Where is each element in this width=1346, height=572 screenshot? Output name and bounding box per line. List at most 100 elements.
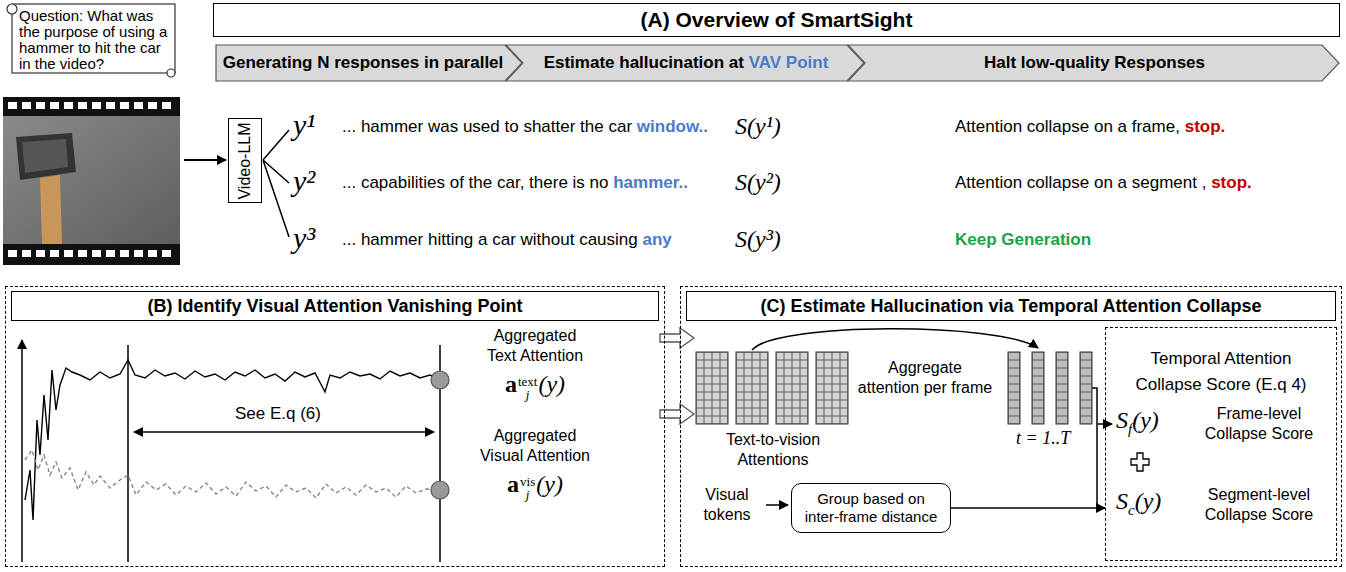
label-line: Aggregated — [465, 326, 605, 346]
node-text: (C) Estimate Hallucination via Temporal … — [760, 296, 1261, 317]
equation-ref-group: See E.q (6) — [235, 404, 321, 424]
input-label-group: Visual tokens — [690, 485, 764, 525]
film-holes — [8, 102, 171, 257]
frame-index: t = 1..T — [1016, 428, 1070, 448]
response-text-group: ... hammer was used to shatter the carwi… — [342, 117, 708, 137]
marker-lines — [128, 345, 440, 562]
response-text: window.. — [637, 117, 708, 136]
response-text: hammer.. — [613, 173, 688, 192]
text-attention-curve — [25, 360, 440, 520]
hollow-arrow — [660, 328, 694, 348]
frame-index-group: t = 1..T — [1016, 428, 1070, 449]
math-symbol-group: atextj(y) — [465, 374, 605, 401]
label-line: Visual — [690, 485, 764, 505]
video-frame — [3, 116, 180, 244]
score-symbol: S(y³) — [735, 226, 781, 252]
plus-symbol — [1131, 453, 1149, 471]
aggregate-arrow — [752, 329, 1038, 350]
math-symbol-group: avisj(y) — [465, 474, 605, 501]
label-line: attention per frame — [850, 378, 1000, 398]
label-line: y² — [293, 171, 315, 196]
subscript: j — [518, 388, 538, 401]
text-area: Question: What was the purpose of using … — [19, 8, 171, 72]
frame-column — [1080, 352, 1092, 424]
response-text-group: ... hammer hitting a car without causing… — [342, 230, 672, 250]
label-line: y¹ — [293, 115, 315, 140]
grid-label: Attentions — [737, 451, 808, 468]
step-chevron: Generating N responses in parallel — [215, 44, 523, 82]
label-line: Sc(y) — [1116, 491, 1161, 520]
score-label-group: Segment-levelCollapse Score — [1188, 485, 1330, 525]
decision-text-group: Keep Generation — [955, 230, 1091, 250]
chevron-shape — [848, 45, 1339, 81]
step-chevron: Estimate hallucination atVAV Point — [505, 44, 865, 82]
math-symbol: (y) — [1135, 488, 1162, 514]
math-symbol: S — [1116, 488, 1128, 514]
chevron-shape — [216, 45, 522, 81]
label-line: See E.q (6) — [235, 404, 321, 424]
decision-text: stop. — [1211, 173, 1252, 192]
label-line: ... hammer hitting a car without causing… — [342, 230, 672, 250]
input-label: Visual — [705, 486, 748, 503]
scroll-curl — [7, 4, 17, 14]
subscript: j — [520, 488, 535, 501]
attention-grid — [816, 352, 848, 424]
text-area: (A) Overview of SmartSight — [214, 4, 1339, 36]
score-bus — [1092, 388, 1097, 505]
decision-text: Attention collapse on a segment , — [955, 173, 1206, 192]
label-line: Keep Generation — [955, 230, 1091, 250]
film-strip — [3, 97, 180, 265]
math-symbol: f — [1128, 421, 1132, 437]
curve-label-group: AggregatedText Attention — [465, 326, 605, 366]
decision-text: Attention collapse on a frame, — [955, 117, 1180, 136]
label-line: Aggregated — [465, 426, 605, 446]
score-label-group: Frame-levelCollapse Score — [1188, 404, 1330, 444]
frame-column — [1032, 352, 1044, 424]
hammer-head — [16, 133, 76, 180]
connector — [951, 507, 1105, 509]
label-line: Attentions — [695, 450, 851, 470]
step-label: attention per frame — [858, 379, 992, 396]
label-line: Attention collapse on a frame, stop. — [955, 117, 1225, 137]
model-box: Video-LLM — [228, 118, 262, 203]
attention-grid — [776, 352, 808, 424]
node-text: (B) Identify Visual Attention Vanishing … — [147, 296, 522, 317]
label-line: Text Attention — [465, 346, 605, 366]
text-area: Video-LLM — [236, 122, 254, 199]
label-line: Collapse Score — [1188, 424, 1330, 444]
score-symbol: S(y¹) — [735, 113, 781, 139]
curve-label: Visual Attention — [480, 447, 590, 464]
decision-text: stop. — [1185, 117, 1226, 136]
text-area: Generating N responses in parallel — [221, 44, 505, 82]
input-arrow — [184, 159, 226, 161]
score-label: Frame-level — [1217, 405, 1301, 422]
grid-label-group: Text-to-visionAttentions — [695, 430, 851, 470]
attention-grid — [696, 352, 728, 424]
response-text: any — [643, 230, 672, 249]
math-symbol-group: Sc(y) — [1116, 491, 1161, 520]
text-area: (B) Identify Visual Attention Vanishing … — [11, 291, 659, 321]
step-label: Aggregate — [888, 359, 962, 376]
score-symbol-group: S(y¹) — [735, 116, 781, 139]
label-line: Collapse Score — [1188, 505, 1330, 525]
label-line: Aggregate — [850, 358, 1000, 378]
equation-ref: See E.q (6) — [235, 404, 321, 423]
node-text: Temporal Attention Collapse Score (E.q 4… — [1131, 346, 1311, 398]
response-index-group: y² — [293, 171, 315, 196]
label-line: tokens — [690, 505, 764, 525]
text-area: Temporal Attention Collapse Score (E.q 4… — [1106, 346, 1336, 398]
score-label: Collapse Score — [1205, 425, 1314, 442]
grid-label: Text-to-vision — [726, 431, 820, 448]
label-line: Sf(y) — [1116, 410, 1159, 439]
response-text: ... capabilities of the car, there is no — [342, 173, 608, 192]
text-area: Estimate hallucination atVAV Point — [525, 44, 847, 82]
math-symbol: (y) — [538, 371, 565, 397]
frame-column — [1008, 352, 1020, 424]
hollow-arrow — [660, 404, 694, 424]
node-text: VAV Point — [749, 53, 829, 73]
node-text: Video-LLM — [236, 122, 253, 199]
response-text: ... hammer hitting a car without causing — [342, 230, 638, 249]
superscript: vis — [520, 475, 535, 488]
label-line: avisj(y) — [465, 474, 605, 501]
visual-attention-curve — [25, 450, 440, 498]
